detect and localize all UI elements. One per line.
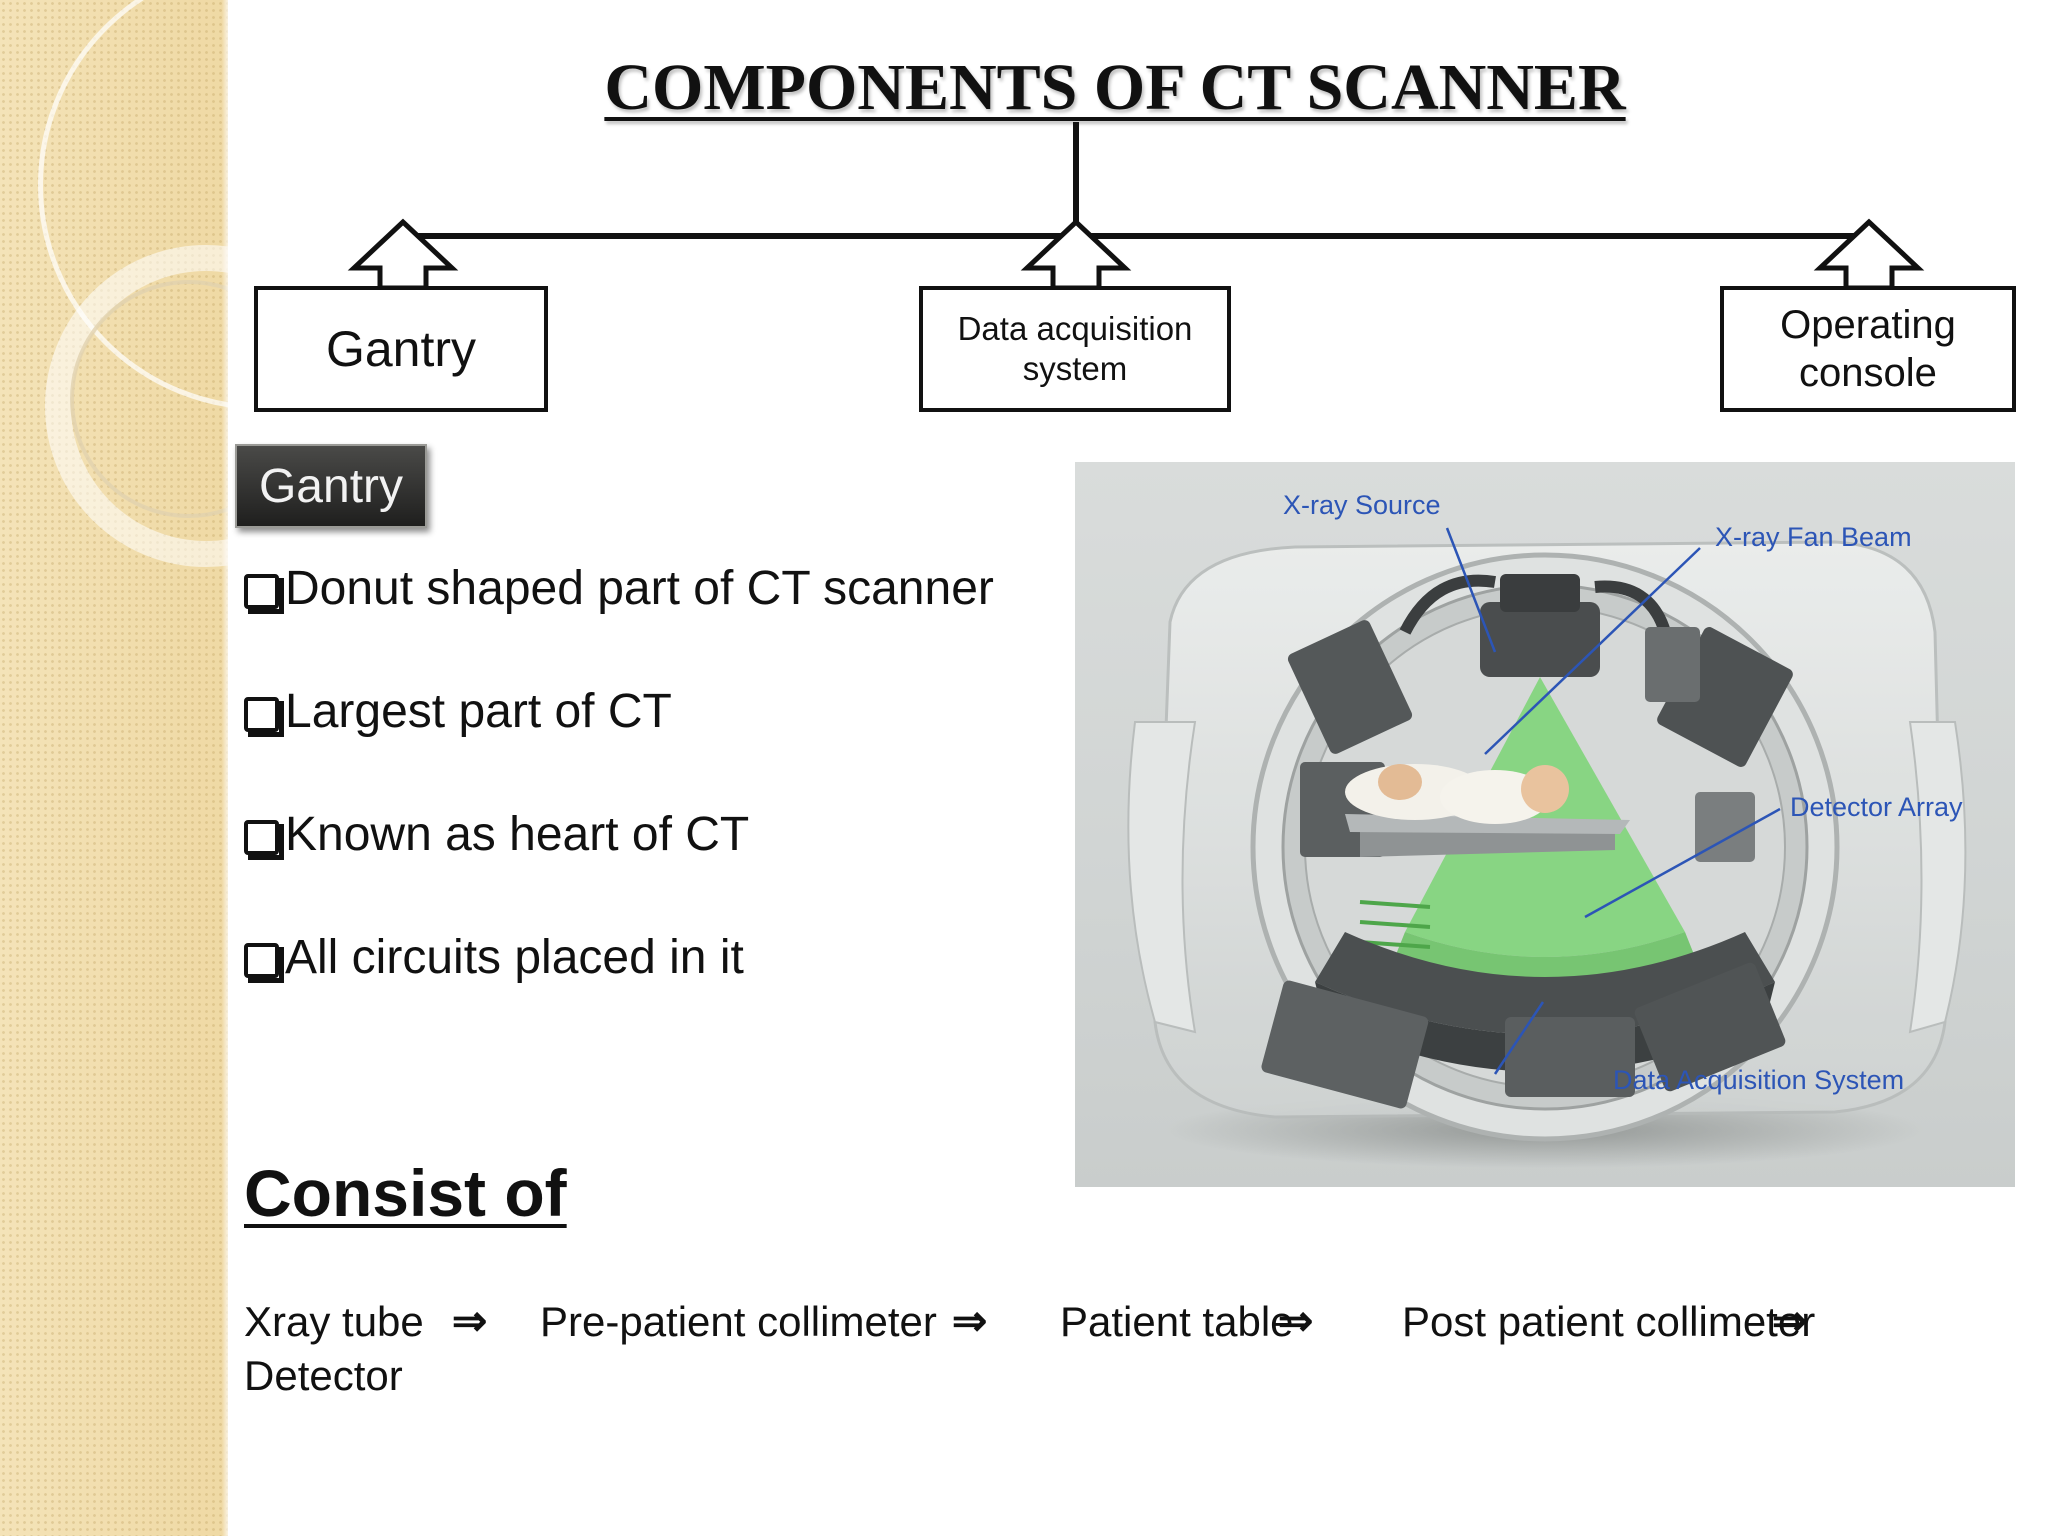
arrow-right-icon: ⇒: [452, 1297, 488, 1344]
sequence-item-patient-table: Patient table: [1060, 1298, 1294, 1345]
component-label-line: Data acquisition: [957, 310, 1193, 348]
consist-heading: Consist of: [244, 1156, 567, 1230]
sequence-item-pre-patient-collimeter: Pre-patient collimeter: [540, 1298, 937, 1345]
sequence-item-xray-tube: Xray tube: [244, 1298, 424, 1345]
figure-label-data-acquisition-system: Data Acquisition System: [1613, 1065, 1905, 1095]
figure-label-fan-beam: X-ray Fan Beam: [1715, 522, 1912, 552]
component-box-gantry: Gantry: [254, 286, 548, 412]
bullet-list: Donut shaped part of CT scanner Largest …: [244, 558, 994, 1050]
ct-scanner-illustration: X-ray Source X-ray Fan Beam Detector Arr…: [1075, 462, 2015, 1187]
component-label-line: console: [1799, 351, 1937, 395]
figure-label-xray-source: X-ray Source: [1283, 490, 1441, 520]
bullet-item: Largest part of CT: [244, 681, 994, 804]
arrow-up-icon: [347, 218, 459, 291]
component-label: Gantry: [325, 321, 477, 377]
arrow-right-icon: ⇒: [1772, 1297, 1808, 1344]
bullet-text: All circuits placed in it: [285, 931, 744, 984]
component-label-line: Operating: [1780, 303, 1956, 347]
component-label: Data acquisition system: [958, 309, 1193, 388]
checkbox-bullet-icon: [244, 820, 284, 860]
sequence-item-detector: Detector: [244, 1352, 403, 1399]
checkbox-bullet-icon: [244, 574, 284, 614]
checkbox-bullet-icon: [244, 697, 284, 737]
decorative-side-panel: [0, 0, 228, 1536]
sequence-item-post-patient-collimeter: Post patient collimeter: [1402, 1298, 1816, 1345]
section-tag: Gantry: [235, 444, 427, 528]
slide-title: COMPONENTS OF CT SCANNER: [604, 51, 1626, 124]
bullet-text: Largest part of CT: [285, 685, 672, 738]
component-label-line: system: [1022, 350, 1128, 387]
arrow-right-icon: ⇒: [952, 1297, 988, 1344]
figure-label-detector-array: Detector Array: [1790, 792, 1963, 822]
ct-gantry-drawing: [1127, 527, 1967, 1168]
arrow-up-icon: [1813, 218, 1925, 291]
component-label: Operating console: [1780, 301, 1956, 397]
bullet-item: Donut shaped part of CT scanner: [244, 558, 994, 681]
component-box-data-acquisition: Data acquisition system: [919, 286, 1231, 412]
bullet-item: All circuits placed in it: [244, 927, 994, 1050]
bullet-text: Known as heart of CT: [285, 808, 750, 861]
checkbox-bullet-icon: [244, 943, 284, 983]
bullet-text: Donut shaped part of CT scanner: [285, 562, 994, 615]
component-box-operating-console: Operating console: [1720, 286, 2016, 412]
arrow-right-icon: ⇒: [1278, 1297, 1314, 1344]
bullet-item: Known as heart of CT: [244, 804, 994, 927]
arrow-up-icon: [1020, 218, 1132, 291]
